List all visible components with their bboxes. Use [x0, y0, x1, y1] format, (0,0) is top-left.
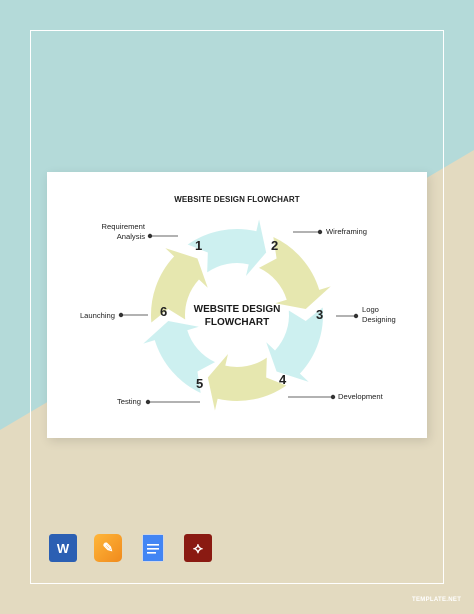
- step-1-arrow: [187, 219, 267, 277]
- step-1-number: 1: [195, 238, 203, 253]
- step-4-arrow: [207, 353, 287, 411]
- flowchart-title: WEBSITE DESIGN FLOWCHART: [174, 195, 300, 204]
- step-5-connector-dot: [145, 399, 151, 405]
- step-6-number: 6: [160, 304, 168, 319]
- pdf-icon[interactable]: ⟡: [184, 534, 212, 562]
- center-title: WEBSITE DESIGN FLOWCHART: [193, 304, 281, 328]
- step-4-label: Development: [338, 392, 383, 401]
- step-4-number: 4: [279, 372, 287, 387]
- white-frame-border: [30, 30, 444, 584]
- step-6-connector-dot: [118, 312, 124, 318]
- step-2-connector-dot: [317, 229, 323, 235]
- step-2-number: 2: [271, 238, 279, 253]
- google-docs-icon[interactable]: [142, 534, 164, 562]
- step-2-arrow: [258, 237, 331, 309]
- step-3-label: Logo Designing: [362, 305, 396, 324]
- step-1-label: Requirement Analysis: [101, 222, 145, 241]
- step-5-arrow: [143, 321, 216, 393]
- pages-icon[interactable]: ✎: [94, 534, 122, 562]
- step-3-connector-dot: [353, 313, 359, 319]
- step-4-connector-dot: [330, 394, 336, 400]
- word-icon[interactable]: W: [49, 534, 77, 562]
- step-2-label: Wireframing: [326, 227, 367, 236]
- step-1-connector-dot: [147, 233, 153, 239]
- watermark: TEMPLATE.NET: [412, 597, 462, 603]
- step-6-label: Launching: [79, 311, 115, 320]
- step-5-number: 5: [196, 376, 204, 391]
- step-3-arrow: [266, 307, 323, 382]
- step-6-arrow: [150, 248, 208, 323]
- step-3-number: 3: [316, 307, 324, 322]
- app-icon-row: W ✎ ⟡: [49, 534, 212, 562]
- step-5-label: Testing: [116, 397, 141, 406]
